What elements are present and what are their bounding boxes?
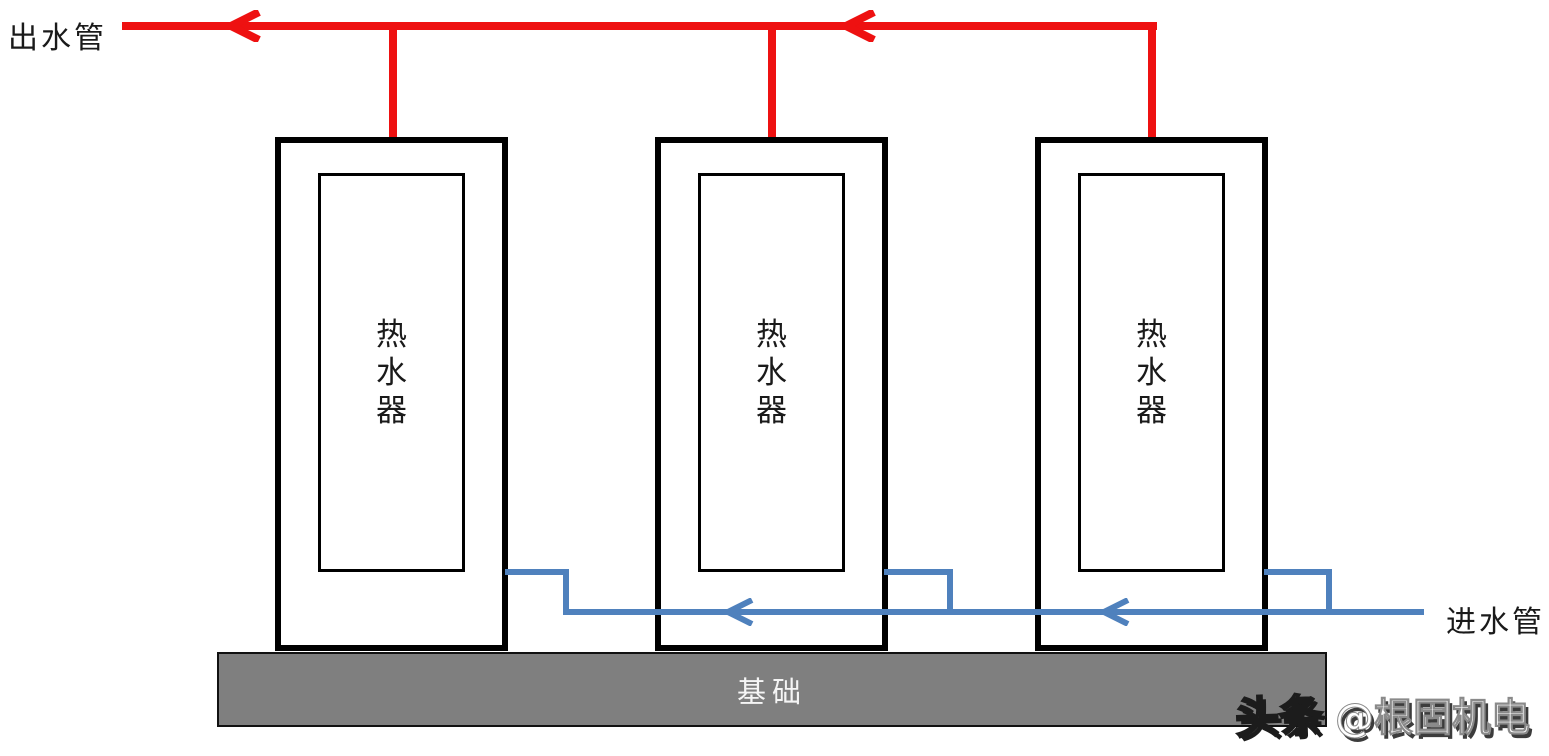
water-heater-label: 热 水 器 — [376, 316, 407, 429]
water-heater-3-tank: 热 水 器 — [1078, 173, 1225, 572]
water-heater-label: 热 水 器 — [1136, 316, 1167, 429]
inlet-flow-arrow-left-icon — [1101, 598, 1130, 626]
water-heater-3: 热 水 器 — [1035, 137, 1268, 651]
watermark-brand-logo: 头条 — [1233, 689, 1325, 745]
water-heater-1: 热 水 器 — [275, 137, 508, 651]
foundation-label: 基础 — [736, 674, 807, 709]
water-heater-1-tank: 热 水 器 — [318, 173, 465, 572]
inlet-pipe-stub-3 — [1264, 569, 1332, 575]
inlet-pipe-drop-3 — [1326, 569, 1332, 615]
watermark: 头条 @根固机电 — [1233, 681, 1531, 745]
inlet-pipe-stub-2 — [884, 569, 953, 575]
water-heater-label: 热 水 器 — [756, 316, 787, 429]
watermark-handle: @根固机电 — [1334, 696, 1531, 742]
inlet-pipe-drop-2 — [947, 569, 953, 615]
water-heater-2: 热 水 器 — [655, 137, 888, 651]
inlet-pipe-horizontal — [566, 609, 1424, 615]
outlet-flow-arrow-left-icon — [842, 10, 876, 42]
inlet-flow-arrow-left-icon — [725, 598, 754, 626]
foundation-base: 基础 — [217, 652, 1327, 727]
outlet-pipe-horizontal — [122, 22, 1157, 30]
inlet-pipe-drop-1 — [563, 569, 569, 615]
outlet-flow-arrow-left-icon — [227, 10, 261, 42]
inlet-pipe-label: 进水管 — [1446, 605, 1545, 640]
outlet-pipe-drop-1 — [389, 26, 397, 140]
outlet-pipe-label: 出水管 — [8, 21, 107, 56]
water-heater-2-tank: 热 水 器 — [698, 173, 845, 572]
outlet-pipe-drop-3 — [1148, 26, 1156, 140]
inlet-pipe-stub-1 — [505, 569, 569, 575]
outlet-pipe-drop-2 — [768, 26, 776, 140]
